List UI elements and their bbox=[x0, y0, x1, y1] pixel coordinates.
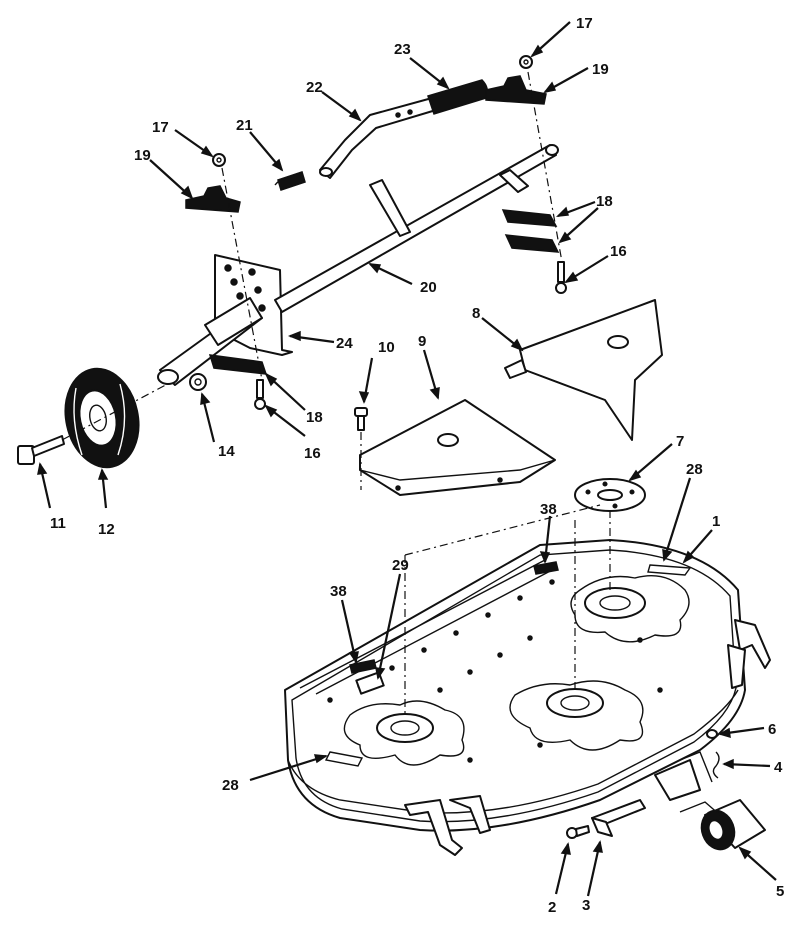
callout-6: 6 bbox=[768, 721, 776, 738]
callout-20: 20 bbox=[420, 279, 437, 296]
washer-6 bbox=[706, 729, 718, 739]
callout-24: 24 bbox=[336, 335, 353, 352]
callout-14: 14 bbox=[218, 443, 235, 460]
deck-hitch-bracket-rear bbox=[449, 795, 491, 834]
deck-hitch-bracket-front bbox=[404, 799, 463, 856]
spring-21 bbox=[274, 171, 306, 191]
spindle-opening-left bbox=[343, 700, 465, 766]
screw-2 bbox=[566, 825, 590, 839]
screw-16-right bbox=[555, 261, 567, 294]
wheel-12 bbox=[64, 367, 140, 469]
callout-9: 9 bbox=[418, 333, 426, 350]
grip-23 bbox=[427, 79, 489, 115]
pad-18-right bbox=[501, 209, 560, 253]
callout-28-left: 28 bbox=[222, 777, 239, 794]
callout-21: 21 bbox=[236, 117, 253, 134]
leader-lines bbox=[37, 21, 777, 897]
callout-22: 22 bbox=[306, 79, 323, 96]
roller-5 bbox=[679, 799, 766, 851]
callout-5: 5 bbox=[776, 883, 784, 900]
callout-4: 4 bbox=[774, 759, 783, 776]
axle-3 bbox=[591, 799, 646, 837]
callout-23: 23 bbox=[394, 41, 411, 58]
callout-3: 3 bbox=[582, 897, 590, 914]
shield-9 bbox=[359, 399, 556, 496]
callout-19-top-left: 19 bbox=[134, 147, 151, 164]
shield-8 bbox=[504, 299, 663, 441]
deck-housing bbox=[284, 539, 771, 856]
callout-18-left: 18 bbox=[306, 409, 323, 426]
callout-19-top-right: 19 bbox=[592, 61, 609, 78]
pulley-cover-7 bbox=[574, 478, 646, 512]
callout-2: 2 bbox=[548, 899, 556, 916]
callout-17-top-right: 17 bbox=[576, 15, 593, 32]
decal-28-left bbox=[324, 751, 364, 767]
centerline-right-clamp bbox=[527, 71, 563, 263]
nut-17-left bbox=[212, 153, 226, 167]
callout-10: 10 bbox=[378, 339, 395, 356]
callout-1: 1 bbox=[712, 513, 720, 530]
callout-12: 12 bbox=[98, 521, 115, 538]
bolt-10 bbox=[354, 407, 368, 431]
callout-17-top-left: 17 bbox=[152, 119, 169, 136]
callout-7: 7 bbox=[676, 433, 684, 450]
shield-38-right bbox=[533, 561, 559, 575]
callout-8: 8 bbox=[472, 305, 480, 322]
screw-16-left bbox=[254, 379, 266, 410]
nut-14 bbox=[189, 373, 207, 391]
clamp-19-right bbox=[485, 75, 547, 105]
axle-centerline bbox=[61, 379, 176, 441]
clip-4 bbox=[712, 751, 720, 779]
decal-29 bbox=[355, 671, 385, 695]
callout-16-left: 16 bbox=[304, 445, 321, 462]
bolt-11 bbox=[17, 435, 65, 465]
centerline-deck-cross bbox=[404, 504, 601, 556]
callout-38-right: 38 bbox=[540, 501, 557, 518]
callout-28-right: 28 bbox=[686, 461, 703, 478]
deck-side-bracket-lower bbox=[727, 644, 746, 689]
handle-22 bbox=[319, 97, 437, 179]
decal-28-right bbox=[647, 564, 692, 576]
callout-11: 11 bbox=[50, 515, 66, 532]
wheel-arm bbox=[157, 297, 263, 386]
callout-18-right: 18 bbox=[596, 193, 613, 210]
callout-38-left: 38 bbox=[330, 583, 347, 600]
roller-bracket bbox=[654, 751, 713, 801]
callout-labels: 17 19 23 22 17 19 21 18 16 20 24 8 10 9 … bbox=[50, 15, 784, 916]
spindle-opening-right bbox=[570, 575, 690, 643]
clamp-19-left bbox=[185, 185, 241, 213]
lift-rod-20 bbox=[274, 144, 559, 313]
nut-17-right bbox=[519, 55, 533, 69]
callout-29: 29 bbox=[392, 557, 409, 574]
callout-16-right: 16 bbox=[610, 243, 627, 260]
